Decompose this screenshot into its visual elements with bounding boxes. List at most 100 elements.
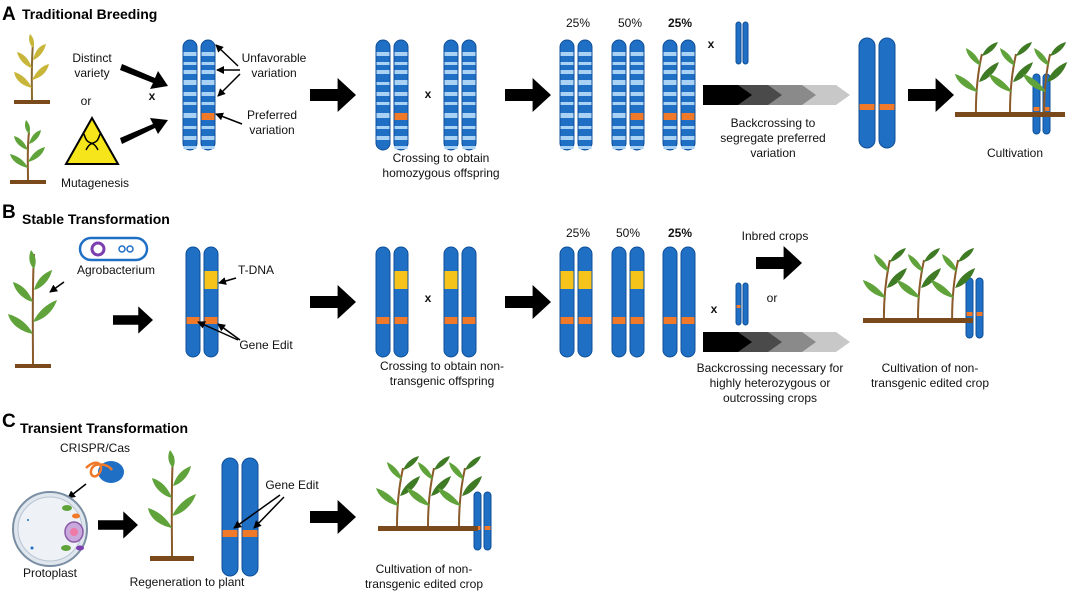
arrow-c-2 bbox=[310, 500, 356, 534]
chevron-b-0 bbox=[703, 332, 752, 352]
chromosome-a-cross-1 bbox=[375, 39, 391, 151]
pct-b-1: 50% bbox=[616, 226, 640, 240]
backcross-label-a1: Backcrossing to bbox=[731, 116, 816, 130]
gene-edit-pointers-c bbox=[233, 494, 285, 529]
unfavorable-label-2: variation bbox=[251, 66, 296, 80]
chromosome-a-off-1 bbox=[559, 39, 575, 151]
chevron-a-0 bbox=[703, 85, 752, 105]
regenerated-plant bbox=[148, 450, 196, 561]
cultivation-label-b1: Cultivation of non- bbox=[882, 361, 979, 375]
backcross-label-b1: Backcrossing necessary for bbox=[697, 361, 844, 375]
pct-b-2: 25% bbox=[668, 226, 692, 240]
x-label-b1: x bbox=[425, 291, 432, 305]
cultivation-label-c1: Cultivation of non- bbox=[376, 562, 473, 576]
panel-c-title: Transient Transformation bbox=[20, 420, 188, 436]
preferred-label-1: Preferred bbox=[247, 108, 297, 122]
arrow-a-3 bbox=[908, 78, 954, 112]
chevron-a-1 bbox=[734, 85, 782, 105]
panel-a-letter: A bbox=[2, 4, 16, 25]
crop-field-c bbox=[376, 456, 482, 531]
or-label-b: or bbox=[767, 291, 778, 305]
arrow-a-1 bbox=[310, 78, 356, 112]
arrow-b-inbred bbox=[756, 246, 802, 280]
crop-field-a-plant-2 bbox=[989, 42, 1033, 113]
chromosome-a-backcross-1 bbox=[735, 21, 742, 65]
chromosome-a-cross-4 bbox=[461, 39, 477, 151]
arrow-b-1 bbox=[113, 306, 153, 334]
x-label-a2: x bbox=[425, 87, 432, 101]
cross-label-b2: transgenic offspring bbox=[390, 374, 495, 388]
crop-field-a bbox=[954, 42, 1068, 117]
backcross-label-b3: outcrossing crops bbox=[723, 391, 817, 405]
or-label-a: or bbox=[81, 94, 92, 108]
cultivation-label-a: Cultivation bbox=[987, 146, 1043, 160]
tdna-pointer bbox=[218, 277, 237, 285]
chromosome-a-source-1 bbox=[182, 39, 198, 151]
crispr-pointer bbox=[67, 483, 87, 499]
chromosome-c-1 bbox=[221, 457, 239, 577]
pct-b-0: 25% bbox=[566, 226, 590, 240]
crop-field-c-soil bbox=[378, 526, 478, 531]
chromosome-a-off-2 bbox=[577, 39, 593, 151]
chromosome-b-off-5 bbox=[662, 246, 678, 358]
panel-a-title: Traditional Breeding bbox=[22, 6, 157, 22]
backcross-label-b2: highly heterozygous or bbox=[710, 376, 831, 390]
agrobacterium-label: Agrobacterium bbox=[77, 263, 155, 277]
chromosome-a-cross-3 bbox=[443, 39, 459, 151]
preferred-label-2: variation bbox=[249, 123, 294, 137]
chevron-b-3 bbox=[802, 332, 850, 352]
cultivation-label-c2: transgenic edited crop bbox=[365, 577, 483, 591]
cultivation-label-b2: transgenic edited crop bbox=[871, 376, 989, 390]
chevron-a-3 bbox=[802, 85, 850, 105]
mutagenesis-label: Mutagenesis bbox=[61, 176, 129, 190]
crop-field-c-plant-2 bbox=[407, 456, 451, 527]
agro-pointer bbox=[49, 281, 65, 293]
chromosome-b-cross-2 bbox=[393, 246, 409, 358]
chromosome-a-off-6 bbox=[680, 39, 696, 151]
arrow-c-1 bbox=[98, 511, 138, 539]
process-arrows bbox=[98, 78, 954, 539]
unfavorable-label-1: Unfavorable bbox=[242, 51, 307, 65]
crop-field-a-plant-1 bbox=[954, 42, 999, 113]
crop-field-b-plant-3 bbox=[931, 248, 976, 319]
crop-field-b-plant-1 bbox=[862, 248, 907, 319]
distinct-label-2: variety bbox=[74, 66, 109, 80]
chromosome-a-source-2 bbox=[200, 39, 216, 151]
protoplast-label: Protoplast bbox=[23, 566, 78, 580]
distinct-label-1: Distinct bbox=[72, 51, 112, 65]
crop-field-c-plant-3 bbox=[438, 456, 482, 527]
chromosome-b-backcross-2 bbox=[742, 282, 749, 326]
arrow-a-2 bbox=[505, 78, 551, 112]
panel-c-letter: C bbox=[2, 411, 16, 432]
chevron-a-2 bbox=[768, 85, 816, 105]
crop-field-b-plant-2 bbox=[897, 248, 941, 319]
chevron-b-2 bbox=[768, 332, 816, 352]
crop-field-a-plant-3 bbox=[1023, 42, 1068, 113]
regeneration-label: Regeneration to plant bbox=[130, 575, 245, 589]
pct-a-2: 25% bbox=[668, 16, 692, 30]
gene-edit-label-b: Gene Edit bbox=[239, 338, 293, 352]
crispr-cas-icon bbox=[85, 461, 124, 483]
mutagen-hazard-icon bbox=[64, 115, 120, 165]
chromosome-b-cross-4 bbox=[461, 246, 477, 358]
chromosome-c-cult-1 bbox=[473, 491, 482, 551]
chromosome-a-backcross-2 bbox=[742, 21, 749, 65]
chromosome-a-final-2 bbox=[878, 37, 896, 149]
chromosome-a-final-1 bbox=[858, 37, 876, 149]
crispr-label: CRISPR/Cas bbox=[60, 441, 130, 455]
backcross-label-a2: segregate preferred bbox=[720, 131, 825, 145]
gene-edit-label-c: Gene Edit bbox=[265, 478, 319, 492]
chromosome-a-off-3 bbox=[611, 39, 627, 151]
crop-field-a-soil bbox=[955, 112, 1065, 117]
crop-field-c-plant-1 bbox=[376, 456, 420, 527]
inbred-label: Inbred crops bbox=[742, 229, 809, 243]
chromosome-b-source-1 bbox=[185, 246, 201, 358]
pct-a-1: 50% bbox=[618, 16, 642, 30]
arrow-b-2 bbox=[310, 285, 356, 319]
cross-label-b1: Crossing to obtain non- bbox=[380, 359, 504, 373]
protoplast-cell bbox=[12, 491, 88, 567]
chromosome-b-off-3 bbox=[611, 246, 627, 358]
diagonal-arrow-up bbox=[120, 118, 168, 144]
chromosome-b-off-6 bbox=[680, 246, 696, 358]
